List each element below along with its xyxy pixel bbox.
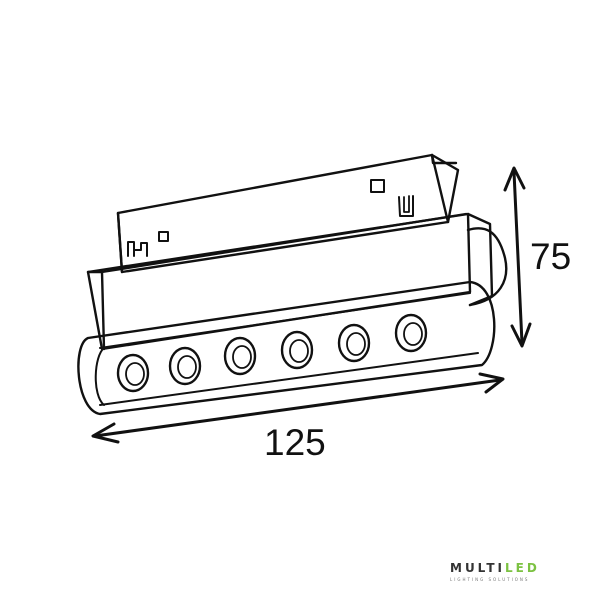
brand-logo-tagline: LIGHTING SOLUTIONS (450, 577, 530, 582)
lens-head (77, 280, 496, 416)
lens (168, 346, 202, 386)
lens (116, 353, 150, 393)
brand-logo: MULTILED LIGHTING SOLUTIONS (450, 561, 590, 591)
height-dimension-label: 75 (530, 236, 572, 277)
height-dimension-arrow (503, 166, 532, 348)
brand-logo-text: MULTILED (450, 561, 540, 575)
track-adapter (116, 153, 460, 274)
lens-group (116, 313, 428, 393)
lens (394, 313, 428, 353)
lens (223, 336, 257, 376)
width-dimension-arrow (91, 372, 505, 444)
width-dimension-label: 125 (264, 422, 326, 463)
lens (280, 330, 314, 370)
lens (337, 323, 371, 363)
